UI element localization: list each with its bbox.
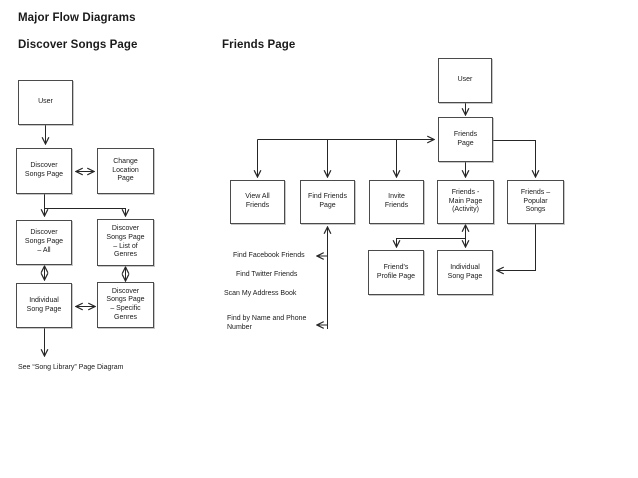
node-individual-song-page-left: Individual Song Page bbox=[16, 283, 72, 328]
connector-branch-to-friend-profile bbox=[397, 238, 466, 248]
node-find-friends-page: Find Friends Page bbox=[300, 180, 355, 224]
node-discover-songs-list-of-genres: Discover Songs Page – List of Genres bbox=[97, 219, 154, 266]
node-discover-songs-all: Discover Songs Page – All bbox=[16, 220, 72, 265]
connector-friends-page-to-popular-songs bbox=[493, 140, 536, 178]
find-method-facebook: Find Facebook Friends bbox=[233, 252, 305, 259]
node-friends-profile-page: Friend's Profile Page bbox=[368, 250, 424, 295]
page-title: Major Flow Diagrams bbox=[18, 12, 136, 24]
connector-discover-to-list-of-genres bbox=[44, 208, 126, 217]
node-friends-main-page-activity: Friends - Main Page (Activity) bbox=[437, 180, 494, 224]
node-friends-user: User bbox=[438, 58, 492, 103]
song-library-note: See “Song Library” Page Diagram bbox=[18, 364, 124, 371]
node-view-all-friends: View All Friends bbox=[230, 180, 285, 224]
discover-songs-heading: Discover Songs Page bbox=[18, 39, 138, 51]
node-change-location-page: Change Location Page bbox=[97, 148, 154, 194]
node-friends-page: Friends Page bbox=[438, 117, 493, 162]
node-individual-song-page-right: Individual Song Page bbox=[437, 250, 493, 295]
node-discover-songs-specific-genres: Discover Songs Page – Specific Genres bbox=[97, 282, 154, 328]
node-discover-songs-page: Discover Songs Page bbox=[16, 148, 72, 194]
find-method-twitter: Find Twitter Friends bbox=[236, 271, 298, 278]
node-friends-popular-songs: Friends – Popular Songs bbox=[507, 180, 564, 224]
node-invite-friends: Invite Friends bbox=[369, 180, 424, 224]
find-method-address-book: Scan My Address Book bbox=[224, 290, 297, 297]
find-method-name-phone: Find by Name and Phone Number bbox=[227, 315, 307, 332]
friends-page-heading: Friends Page bbox=[222, 39, 296, 51]
connector-popular-songs-to-individual-song bbox=[497, 224, 536, 271]
node-discover-user: User bbox=[18, 80, 73, 125]
